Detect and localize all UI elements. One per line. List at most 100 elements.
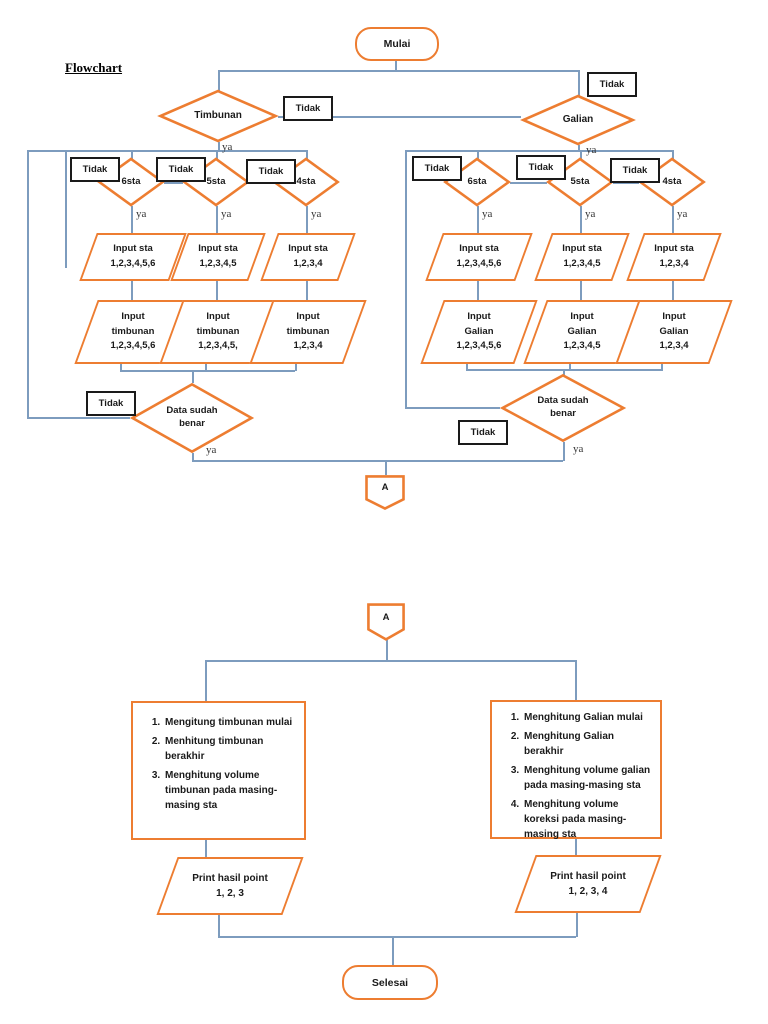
connector-line: [672, 277, 674, 300]
connector-line: [164, 182, 183, 184]
input-line: Input sta: [459, 243, 499, 255]
input-line: timbunan: [196, 325, 240, 337]
yes-label: ya: [586, 144, 597, 156]
connector-line: [661, 360, 663, 371]
no-label: Tidak: [622, 165, 648, 176]
start-terminal: Mulai: [355, 27, 439, 61]
print-line: 1, 2, 3, 4: [568, 886, 608, 897]
process-step: Menghitung volume koreksi pada masing-ma…: [522, 797, 656, 842]
check-line: benar: [179, 418, 205, 429]
connector-line: [192, 460, 563, 462]
connector-line: [120, 360, 122, 371]
connector-line: [218, 142, 220, 151]
input-line: 1,2,3,4,5,6: [456, 258, 502, 269]
connector-line: [477, 277, 479, 300]
process-step: Menghitung volume galian pada masing-mas…: [522, 763, 656, 793]
connector-line: [192, 453, 194, 461]
connector-line: [405, 150, 407, 408]
print-line: Print hasil point: [550, 870, 626, 882]
connector-line: [477, 206, 479, 233]
decision-galian-label: Galian: [562, 114, 594, 126]
input-line: 1,2,3,4: [659, 340, 689, 352]
input-line: Input sta: [562, 243, 602, 255]
print-line: 1, 2, 3: [216, 888, 244, 899]
process-step: Mengitung timbunan mulai: [163, 715, 300, 730]
connector-line: [131, 150, 133, 159]
connector-line: [218, 911, 220, 937]
connector-line: [477, 150, 479, 159]
connector-line: [27, 150, 29, 418]
offpage-connector-a-bottom: A: [365, 475, 405, 510]
diamond-shape: [130, 383, 254, 453]
yes-label: ya: [136, 208, 147, 220]
yes-label: ya: [221, 208, 232, 220]
connector-line: [306, 206, 308, 233]
input-line: 1,2,3,4: [293, 340, 323, 352]
end-label: Selesai: [371, 976, 409, 989]
check-line: Data sudah: [537, 395, 589, 407]
process-step: Menghitung volume timbunan pada masing-m…: [163, 768, 300, 813]
yes-label: ya: [311, 208, 322, 220]
connector-line: [510, 182, 547, 184]
input-sta-6-galian: Input sta 1,2,3,4,5,6: [425, 233, 533, 281]
input-line: 1,2,3,4,5,6: [110, 258, 156, 269]
input-line: Input: [296, 310, 320, 322]
no-box: Tidak: [156, 157, 206, 182]
connector-line: [65, 150, 67, 268]
input-line: 1,2,3,4,5: [199, 258, 237, 269]
connector-line: [205, 836, 207, 858]
decision-timbunan: Timbunan: [158, 90, 278, 142]
pentagon-shape: [365, 475, 405, 510]
decision-label: 5sta: [570, 175, 590, 187]
connector-line: [385, 460, 387, 475]
no-label: Tidak: [258, 166, 284, 177]
input-line: 1,2,3,4,5: [563, 258, 601, 269]
process-list: Mengitung timbunan mulai Menhitung timbu…: [133, 715, 300, 813]
connector-line: [563, 442, 565, 461]
connector-line: [216, 277, 218, 300]
no-box: Tidak: [516, 155, 566, 180]
no-label: Tidak: [599, 79, 625, 90]
input-line: Input sta: [654, 243, 694, 255]
no-label: Tidak: [98, 398, 124, 409]
print-line: Print hasil point: [192, 872, 268, 884]
diamond-shape: [521, 95, 635, 145]
no-label: Tidak: [295, 103, 321, 114]
no-box: Tidak: [587, 72, 637, 97]
decision-label: 6sta: [121, 175, 141, 187]
connector-label: A: [382, 611, 390, 623]
decision-label: 5sta: [206, 175, 226, 187]
end-terminal: Selesai: [342, 965, 438, 1000]
no-label: Tidak: [528, 162, 554, 173]
input-line: 1,2,3,4,5,6: [456, 340, 502, 352]
decision-label: 4sta: [296, 175, 316, 187]
no-box: Tidak: [86, 391, 136, 416]
start-label: Mulai: [383, 38, 411, 50]
input-line: Galian: [659, 325, 689, 337]
connector-line: [295, 360, 297, 371]
connector-line: [131, 206, 133, 233]
process-step: Menghitung Galian mulai: [522, 710, 656, 725]
diamond-shape: [158, 90, 278, 142]
pentagon-shape: [367, 603, 405, 641]
input-line: Input: [121, 310, 145, 322]
check-line: benar: [550, 408, 576, 419]
print-timbunan: Print hasil point 1, 2, 3: [156, 857, 304, 915]
input-line: Input sta: [113, 243, 153, 255]
decision-galian: Galian: [521, 95, 635, 145]
connector-line: [580, 206, 582, 233]
connector-line: [131, 277, 133, 300]
no-label: Tidak: [82, 164, 108, 175]
connector-line: [405, 407, 500, 409]
decision-label: 6sta: [467, 175, 487, 187]
connector-line: [306, 277, 308, 300]
connector-line: [466, 360, 468, 371]
